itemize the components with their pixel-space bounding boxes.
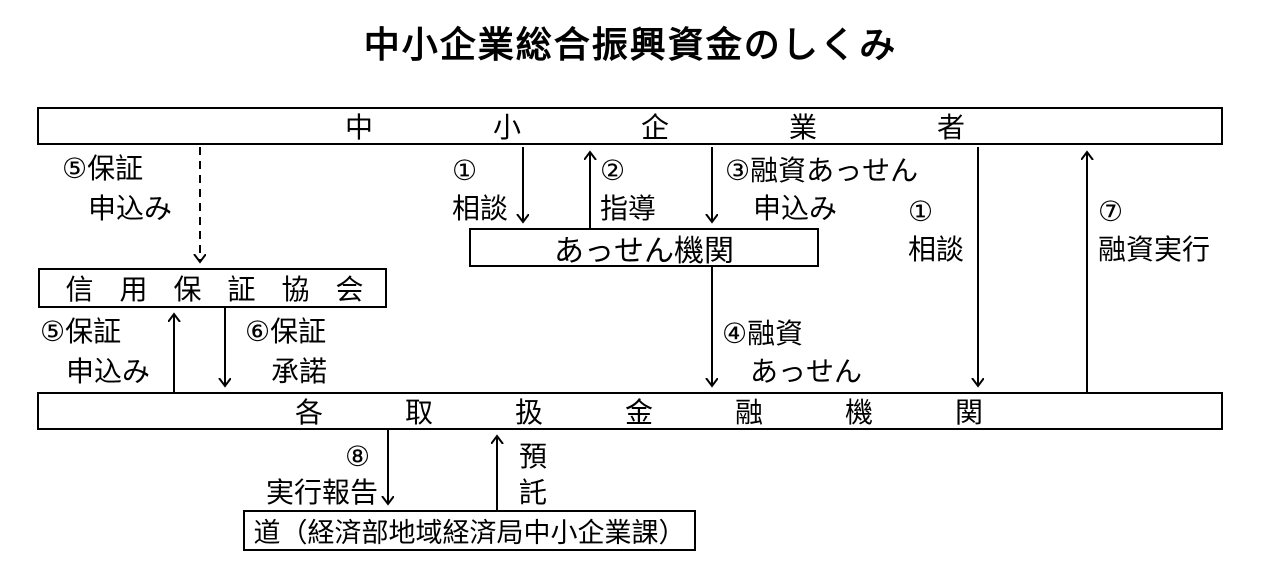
box-handling-financial-institutions: 各取扱金融機関 (37, 392, 1223, 430)
box-small-medium-enterprises: 中小企業者 (37, 107, 1223, 145)
label-5-guarantee-top-line1: ⑤保証 (62, 153, 144, 184)
diagram-title: 中小企業総合振興資金のしくみ (363, 24, 898, 65)
label-2-guidance-number: ② (600, 155, 626, 186)
label-1-consult-right-text: 相談 (908, 234, 965, 265)
label-3-loan-mediation-line2: 申込み (753, 193, 838, 224)
box-hokkaido-sme-division: 道（経済部地域経済局中小企業課） (243, 510, 696, 551)
label-5-guarantee-bottom-line2: 申込み (66, 356, 151, 387)
label-deposit-char2: 託 (519, 477, 548, 508)
label-7-loan-execution-text: 融資実行 (1098, 234, 1211, 265)
label-8-report-number: ⑧ (345, 441, 371, 472)
label-6-approval-line2: 承諾 (271, 356, 328, 387)
label-4-loan-line2: あっせん (750, 356, 863, 387)
box-mediation-agency: あっせん機関 (469, 228, 819, 268)
label-6-approval-line1: ⑥保証 (245, 316, 327, 347)
box-credit-guarantee-association: 信用保証協会 (38, 268, 387, 308)
label-1-consult-mid-number: ① (452, 155, 478, 186)
label-5-guarantee-bottom-line1: ⑤保証 (40, 316, 122, 347)
label-1-consult-mid-text: 相談 (452, 193, 509, 224)
label-3-loan-mediation-line1: ③融資あっせん (725, 155, 919, 186)
label-5-guarantee-top-line2: 申込み (88, 193, 173, 224)
label-8-report-text: 実行報告 (266, 477, 379, 508)
label-deposit-char1: 預 (519, 441, 548, 472)
label-4-loan-line1: ④融資 (722, 318, 804, 349)
label-7-loan-execution-number: ⑦ (1098, 196, 1124, 227)
label-1-consult-right-number: ① (908, 196, 934, 227)
label-2-guidance-text: 指導 (600, 193, 657, 224)
